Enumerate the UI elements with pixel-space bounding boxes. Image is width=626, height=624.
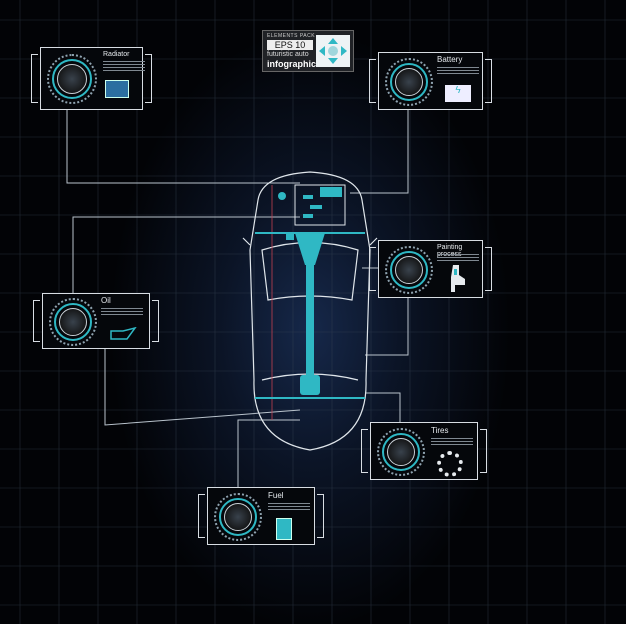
- tire-icon: [437, 451, 463, 477]
- drivetrain: [255, 184, 365, 399]
- panel-title: Radiator: [103, 51, 130, 58]
- panel-fuel[interactable]: Fuel: [198, 487, 324, 545]
- gauge-icon: [47, 54, 97, 104]
- panel-title: Fuel: [268, 491, 284, 500]
- gauge-icon: [214, 493, 262, 541]
- gauge-icon: [377, 428, 425, 476]
- panel-oil[interactable]: Oil: [33, 293, 159, 349]
- battery-icon: ϟ: [445, 85, 471, 102]
- gauge-icon: [385, 58, 433, 106]
- gauge-icon: [49, 298, 97, 346]
- panel-title: Battery: [437, 55, 463, 64]
- spray-gun-icon: [451, 265, 465, 292]
- panel-radiator[interactable]: Radiator: [31, 47, 152, 110]
- panel-title: Oil: [101, 296, 111, 305]
- panel-battery[interactable]: Battery ϟ: [369, 52, 492, 110]
- title-badge: ELEMENTS PACK EPS 10 futuristic auto inf…: [262, 30, 354, 72]
- connector-lines: [66, 110, 409, 487]
- badge-line2: infographic: [267, 59, 316, 69]
- badge-small-text: ELEMENTS PACK: [267, 33, 316, 39]
- fuel-pump-icon: [276, 518, 292, 540]
- panel-painting-process[interactable]: Painting process: [369, 240, 492, 298]
- gauge-icon: [385, 246, 433, 294]
- arrows-logo-icon: [316, 35, 350, 67]
- panel-title: Tires: [431, 426, 449, 435]
- oil-can-icon: [110, 327, 137, 340]
- radiator-icon: [105, 80, 129, 98]
- panel-tires[interactable]: Tires: [361, 422, 487, 480]
- badge-line1: futuristic auto: [267, 51, 309, 58]
- badge-eps: EPS 10: [267, 40, 313, 50]
